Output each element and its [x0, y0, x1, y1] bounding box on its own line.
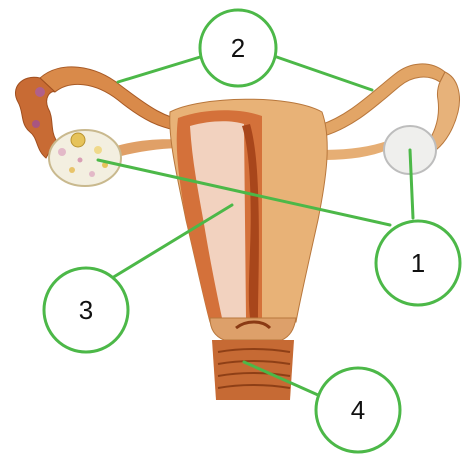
leader-line-2-left	[118, 54, 210, 82]
ovum	[32, 120, 40, 128]
callout-4-label: 4	[351, 395, 365, 425]
callout-2-label: 2	[231, 33, 245, 63]
right-fallopian-tube	[320, 64, 445, 136]
callout-3-label: 3	[79, 295, 93, 325]
callout-1-label: 1	[411, 248, 425, 278]
left-ovary	[49, 130, 121, 186]
leader-line-2-right	[268, 54, 372, 90]
callout-3: 3	[44, 268, 128, 352]
callout-1: 1	[376, 221, 460, 305]
ovum	[35, 87, 45, 97]
left-fallopian-tube	[40, 67, 190, 132]
callout-2: 2	[200, 10, 276, 86]
callout-4: 4	[316, 368, 400, 452]
right-ovarian-ligament	[318, 140, 392, 160]
